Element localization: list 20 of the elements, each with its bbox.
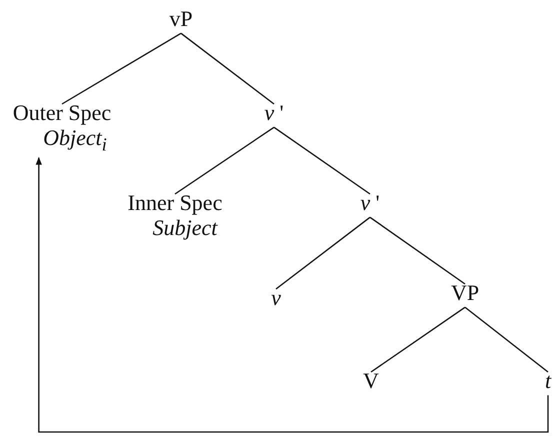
tree-branch: [276, 216, 370, 290]
tree-node-label: VP: [450, 280, 480, 306]
tree-branch: [464, 306, 548, 373]
tree-node-label: vP: [169, 6, 193, 32]
tree-branch: [370, 306, 466, 373]
tree-node-label: t: [544, 368, 552, 394]
tree-node-label: v ': [360, 190, 380, 216]
role-label: Subject: [152, 215, 219, 241]
role-label: Object$_{i}$: [42, 125, 108, 156]
tree-node-label: Inner Spec: [128, 190, 222, 216]
tree-branch: [274, 126, 370, 195]
movement-arrow: [36, 156, 549, 433]
tree-branch: [62, 32, 182, 105]
tree-branch: [370, 216, 466, 285]
tree-node-label: v ': [264, 100, 284, 126]
tree-node-label: V: [363, 368, 379, 394]
tree-branch: [174, 126, 274, 195]
tree-node-label: Outer Spec: [12, 100, 112, 126]
tree-branch: [180, 32, 274, 105]
tree-node-label: v: [271, 285, 281, 310]
